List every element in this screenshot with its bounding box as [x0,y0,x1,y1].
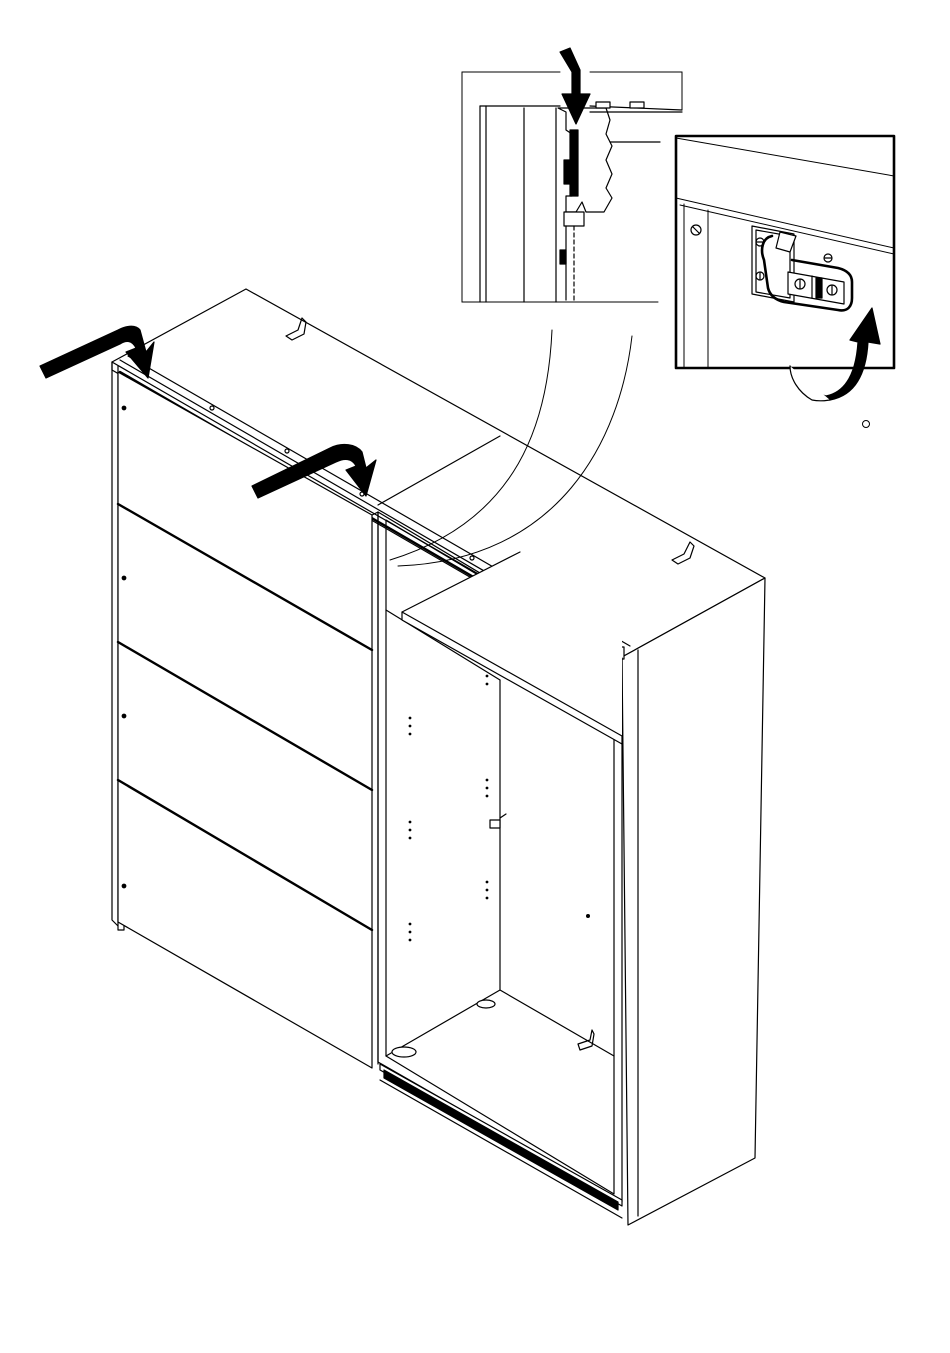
detail-marker [863,421,870,428]
detail-top-rail-section [462,48,682,302]
floor-glide-back [477,1000,495,1008]
rail-holder-bracket [490,814,506,828]
bottom-rail [380,1064,622,1218]
floor-glide-left [392,1047,416,1057]
detail-door-stop-bracket [676,136,894,428]
shelf-pin-holes [409,675,590,942]
cabinet-right-side [622,578,765,1225]
back-panel [500,680,614,1056]
right-cabinet-opening [378,512,622,1218]
